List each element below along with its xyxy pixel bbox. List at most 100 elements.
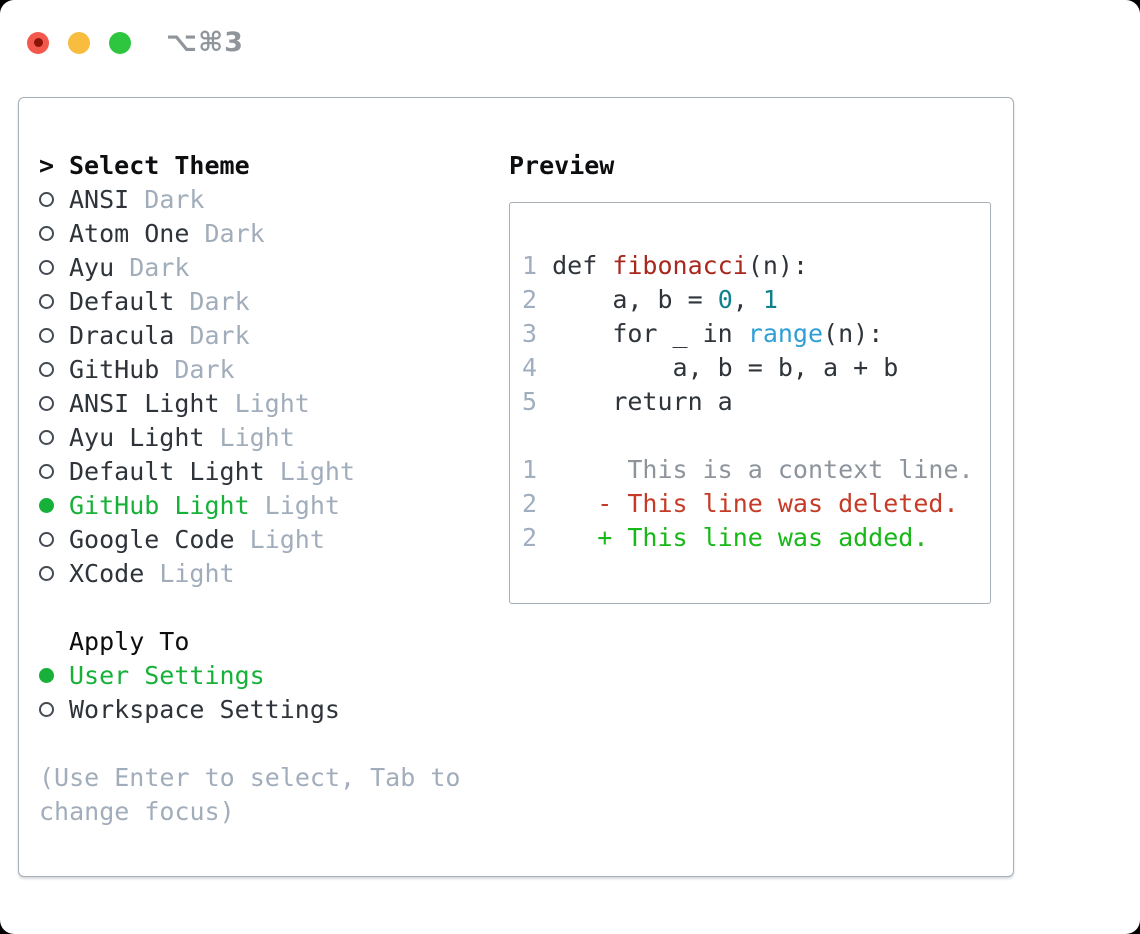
apply-to-header-row: Apply To: [39, 624, 460, 658]
theme-variant: Light: [264, 490, 340, 520]
theme-name: GitHub: [69, 354, 175, 384]
theme-option[interactable]: Ayu Light Light: [39, 420, 460, 454]
code-token: for _ in: [552, 319, 748, 348]
window-title: ⌥⌘3: [166, 27, 244, 58]
radio-unselected-icon: [39, 225, 54, 241]
radio-selected-icon: [39, 667, 54, 683]
code-token: return a: [552, 387, 733, 416]
radio-unselected-icon: [39, 259, 54, 275]
radio-unselected-icon: [39, 293, 54, 309]
apply-to-option[interactable]: User Settings: [39, 658, 460, 692]
theme-option[interactable]: Dracula Dark: [39, 318, 460, 352]
minimize-button[interactable]: [68, 31, 90, 54]
spacer-row: [39, 726, 460, 760]
code-line: 5 return a: [522, 385, 990, 419]
theme-name: Ayu Light: [69, 422, 220, 452]
radio-cell: [39, 327, 69, 343]
code-line: [522, 419, 990, 453]
radio-cell: [39, 395, 69, 411]
hint-line-1: (Use Enter to select, Tab to: [39, 762, 461, 792]
select-theme-header-row: > Select Theme: [39, 148, 460, 182]
theme-variant: Dark: [129, 252, 190, 282]
code-token: 4: [522, 353, 553, 382]
code-token: 5: [522, 387, 553, 416]
code-token: (n):: [747, 251, 809, 280]
spacer-row: [39, 590, 460, 624]
code-token: ,: [732, 285, 763, 314]
theme-name: GitHub Light: [69, 490, 265, 520]
code-token: 2: [522, 285, 553, 314]
radio-cell: [39, 293, 69, 309]
code-line: 4 a, b = b, a + b: [522, 351, 990, 385]
theme-option[interactable]: GitHub Dark: [39, 352, 460, 386]
theme-name: Google Code: [69, 524, 250, 554]
close-button[interactable]: [27, 31, 49, 54]
theme-option[interactable]: Ayu Dark: [39, 250, 460, 284]
radio-cell: [39, 701, 69, 717]
radio-cell: [39, 565, 69, 581]
radio-cell: [39, 191, 69, 207]
code-token: 1: [762, 285, 778, 314]
code-line: 2 + This line was added.: [522, 521, 990, 555]
theme-variant: Light: [234, 388, 310, 418]
radio-unselected-icon: [39, 327, 54, 343]
theme-variant: Light: [249, 524, 325, 554]
code-line: 2 - This line was deleted.: [522, 487, 990, 521]
zoom-button[interactable]: [109, 31, 131, 54]
code-token: 0: [717, 285, 733, 314]
theme-name: Dracula: [69, 320, 190, 350]
radio-cell: [39, 667, 69, 683]
theme-option[interactable]: ANSI Dark: [39, 182, 460, 216]
radio-cell: [39, 361, 69, 377]
theme-variant: Dark: [144, 184, 205, 214]
theme-name: ANSI: [69, 184, 145, 214]
code-token: + This line was added.: [552, 523, 929, 552]
code-token: - This line was deleted.: [552, 489, 959, 518]
radio-unselected-icon: [39, 361, 54, 377]
theme-option[interactable]: Atom One Dark: [39, 216, 460, 250]
theme-option[interactable]: Google Code Light: [39, 522, 460, 556]
code-line: 3 for _ in range(n):: [522, 317, 990, 351]
theme-option[interactable]: Default Dark: [39, 284, 460, 318]
apply-to-label: User Settings: [69, 660, 265, 690]
theme-variant: Dark: [204, 218, 265, 248]
radio-cell: [39, 497, 69, 513]
apply-to-label: Workspace Settings: [69, 694, 340, 724]
radio-unselected-icon: [39, 531, 54, 547]
radio-cell: [39, 531, 69, 547]
code-token: This is a context line.: [552, 455, 974, 484]
theme-option[interactable]: Default Light Light: [39, 454, 460, 488]
radio-cell: [39, 463, 69, 479]
apply-to-option[interactable]: Workspace Settings: [39, 692, 460, 726]
preview-column: Preview: [509, 148, 614, 182]
radio-cell: [39, 225, 69, 241]
radio-cell: [39, 429, 69, 445]
apply-to-header: Apply To: [69, 626, 190, 656]
theme-option[interactable]: ANSI Light Light: [39, 386, 460, 420]
theme-option[interactable]: XCode Light: [39, 556, 460, 590]
code-token: (n):: [823, 319, 884, 348]
theme-option[interactable]: GitHub Light Light: [39, 488, 460, 522]
theme-variant: Light: [219, 422, 295, 452]
theme-variant: Dark: [189, 286, 250, 316]
close-dot-icon: [33, 38, 43, 47]
theme-variant: Light: [279, 456, 355, 486]
theme-variant: Dark: [174, 354, 235, 384]
radio-unselected-icon: [39, 395, 54, 411]
radio-selected-icon: [39, 497, 54, 513]
radio-cell: [39, 259, 69, 275]
code-token: a, b =: [552, 285, 718, 314]
radio-unselected-icon: [39, 565, 54, 581]
selection-prompt-icon: >: [39, 150, 55, 180]
theme-name: XCode: [69, 558, 160, 588]
code-line: 2 a, b = 0, 1: [522, 283, 990, 317]
theme-name: Default: [69, 286, 190, 316]
titlebar: ⌥⌘3: [27, 27, 244, 58]
theme-variant: Dark: [189, 320, 250, 350]
